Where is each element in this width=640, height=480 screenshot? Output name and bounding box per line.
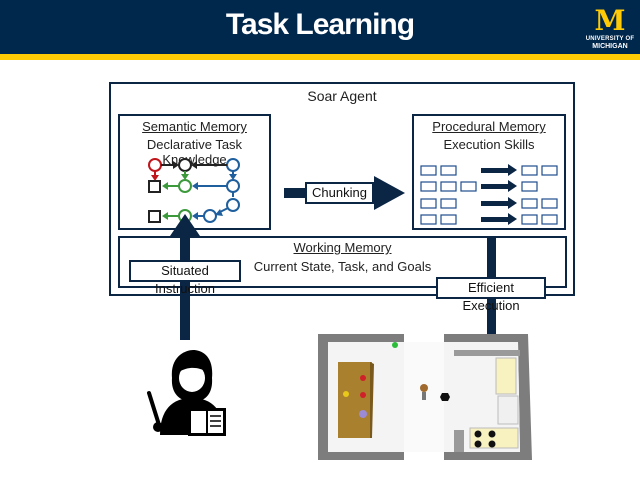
logo-line-1: UNIVERSITY OF: [585, 36, 635, 42]
situated-instruction-label: Situated Instruction: [129, 260, 241, 296]
working-memory-subtitle: Current State, Task, and Goals: [253, 259, 432, 274]
title-bar: [0, 0, 640, 54]
logo-block-m: M: [594, 4, 626, 37]
working-memory-title: Working Memory: [293, 240, 392, 255]
semantic-memory-title: Semantic Memory: [142, 119, 247, 134]
university-logo: M UNIVERSITY OF MICHIGAN: [585, 6, 635, 52]
slide-title: Task Learning: [225, 8, 415, 41]
chunking-label: Chunking: [305, 182, 374, 204]
semantic-memory-box: [118, 114, 271, 230]
title-stripe: [0, 54, 640, 60]
efficient-execution-label: Efficient Execution: [436, 277, 546, 313]
procedural-memory-title: Procedural Memory: [432, 119, 546, 134]
logo-line-2: MICHIGAN: [592, 43, 628, 50]
procedural-memory-subtitle: Execution Skills: [443, 137, 535, 152]
soar-agent-label: Soar Agent: [307, 88, 377, 104]
